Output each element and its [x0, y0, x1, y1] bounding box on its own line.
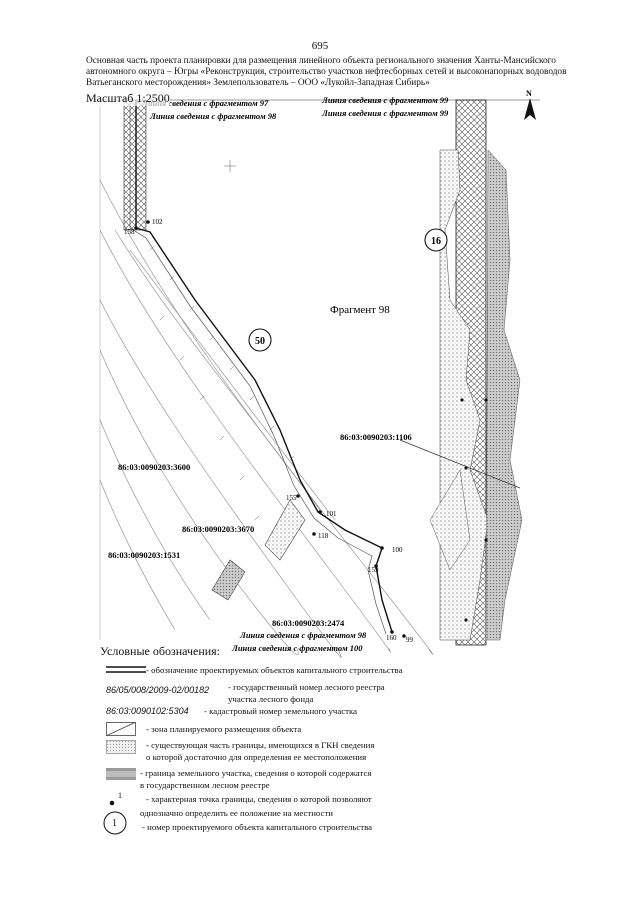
boundary-point: [134, 226, 138, 230]
legend-text: - обозначение проектируемых объектов кап…: [146, 665, 403, 675]
sheet-link-label: Линия сведения с фрагментом 99: [321, 108, 449, 118]
boundary-point: [402, 634, 406, 638]
terrain-bands: [99, 179, 434, 658]
cadastral-number: 86:03:0090203:1531: [108, 550, 180, 560]
page-number: 695: [311, 40, 329, 52]
point-example-label: 1: [118, 791, 122, 800]
legend-text: - существующая часть границы, имеющихся …: [146, 740, 375, 750]
header-line: Основная часть проекта планировки для ра…: [86, 56, 556, 66]
legend-text: - кадастровый номер земельного участка: [204, 706, 358, 716]
boundary-point: [318, 510, 322, 514]
left-corridor: [123, 99, 147, 231]
legend-text: - граница земельного участка, сведения о…: [140, 768, 372, 778]
object-number: 50: [255, 336, 265, 347]
cadastral-number: 86:03:0090203:3600: [118, 462, 190, 472]
point-label: 155: [286, 494, 297, 502]
boundary-point: [484, 538, 488, 542]
sheet-link-label: Линия сведения с фрагментом 99: [321, 95, 449, 105]
object-number-marker: 16: [424, 228, 448, 252]
survey-ticks: [149, 245, 295, 521]
boundary-point: [146, 220, 150, 224]
boundary-point: [390, 630, 394, 634]
cadastral-number: 86:03:0090203:2474: [272, 618, 345, 628]
forest-boundary-icon: [106, 768, 136, 780]
point-label: 118: [318, 532, 329, 540]
sheet-link-label: Линия сведения с фрагментом 98: [239, 630, 367, 640]
point-label: 101: [326, 510, 337, 518]
boundary-point: [296, 494, 300, 498]
scale-label: Масштаб 1:2500: [86, 91, 170, 106]
document-header: Основная часть проекта планировки для ра…: [86, 56, 606, 89]
sheet-link-label: Линия сведения с фрагментом 98: [149, 111, 277, 121]
boundary-point: [374, 564, 378, 568]
point-label: 159: [368, 566, 379, 574]
north-arrow-icon: [524, 98, 536, 120]
sheet-link-label: Линия сведения с фрагментом 100: [231, 643, 363, 653]
double-line-icon: [106, 666, 146, 673]
route-branch: [211, 499, 306, 601]
point-label: 160: [386, 634, 397, 642]
right-corridor: [429, 99, 523, 646]
object-circle-icon: [103, 811, 127, 835]
cadastral-number: 86:03:0090203:1106: [340, 432, 412, 442]
sheet-link-label: Линия сведения с фрагментом 97: [141, 98, 269, 108]
legend-text: - номер проектируемого объекта капитальн…: [142, 822, 373, 832]
object-example-number: 1: [112, 818, 117, 829]
boundary-point: [484, 398, 488, 402]
point-label: 158: [124, 228, 135, 236]
point-label: 99: [406, 636, 414, 644]
planned-zone-icon: [106, 722, 136, 736]
header-line: Ватьеганского месторождения» Землепользо…: [86, 78, 430, 88]
legend-title: Условные обозначения:: [100, 644, 221, 658]
fragment-label: Фрагмент 98: [330, 304, 390, 316]
object-number-marker: 50: [248, 328, 272, 352]
cadastral-code: 86:03:0090102:5304: [106, 706, 189, 716]
legend-text: в государственном лесном реестре: [140, 780, 270, 790]
legend-text: - зона планируемого размещения объекта: [146, 724, 302, 734]
forest-register-code: 86/05/008/2009-02/00182: [106, 685, 210, 695]
grid-cross-icon: [224, 160, 236, 172]
boundary-point: [464, 618, 468, 622]
header-line: автономного округа – Югры «Реконструкция…: [86, 67, 567, 77]
north-label: N: [526, 89, 532, 98]
cadastral-leader: [399, 439, 521, 489]
boundary-points: 158 102 155 101 118 100 159 160 99: [124, 218, 488, 644]
legend-text: о которой достаточно для определения ее …: [146, 752, 367, 762]
object-number: 16: [431, 236, 441, 247]
cadastral-number: 86:03:0090203:3670: [182, 524, 254, 534]
boundary-point: [312, 532, 316, 536]
legend-text: однозначно определить ее положение на ме…: [140, 808, 334, 818]
point-label: 100: [392, 546, 403, 554]
legend-text: - характерная точка границы, сведения о …: [146, 794, 372, 804]
point-icon: [109, 800, 115, 806]
point-label: 102: [152, 218, 163, 226]
boundary-point: [380, 546, 384, 550]
boundary-point: [460, 398, 464, 402]
boundary-point: [464, 466, 468, 470]
existing-boundary-icon: [106, 740, 136, 754]
legend-text: - государственный номер лесного реестра: [228, 682, 385, 692]
legend-text: участка лесного фонда: [228, 694, 314, 704]
